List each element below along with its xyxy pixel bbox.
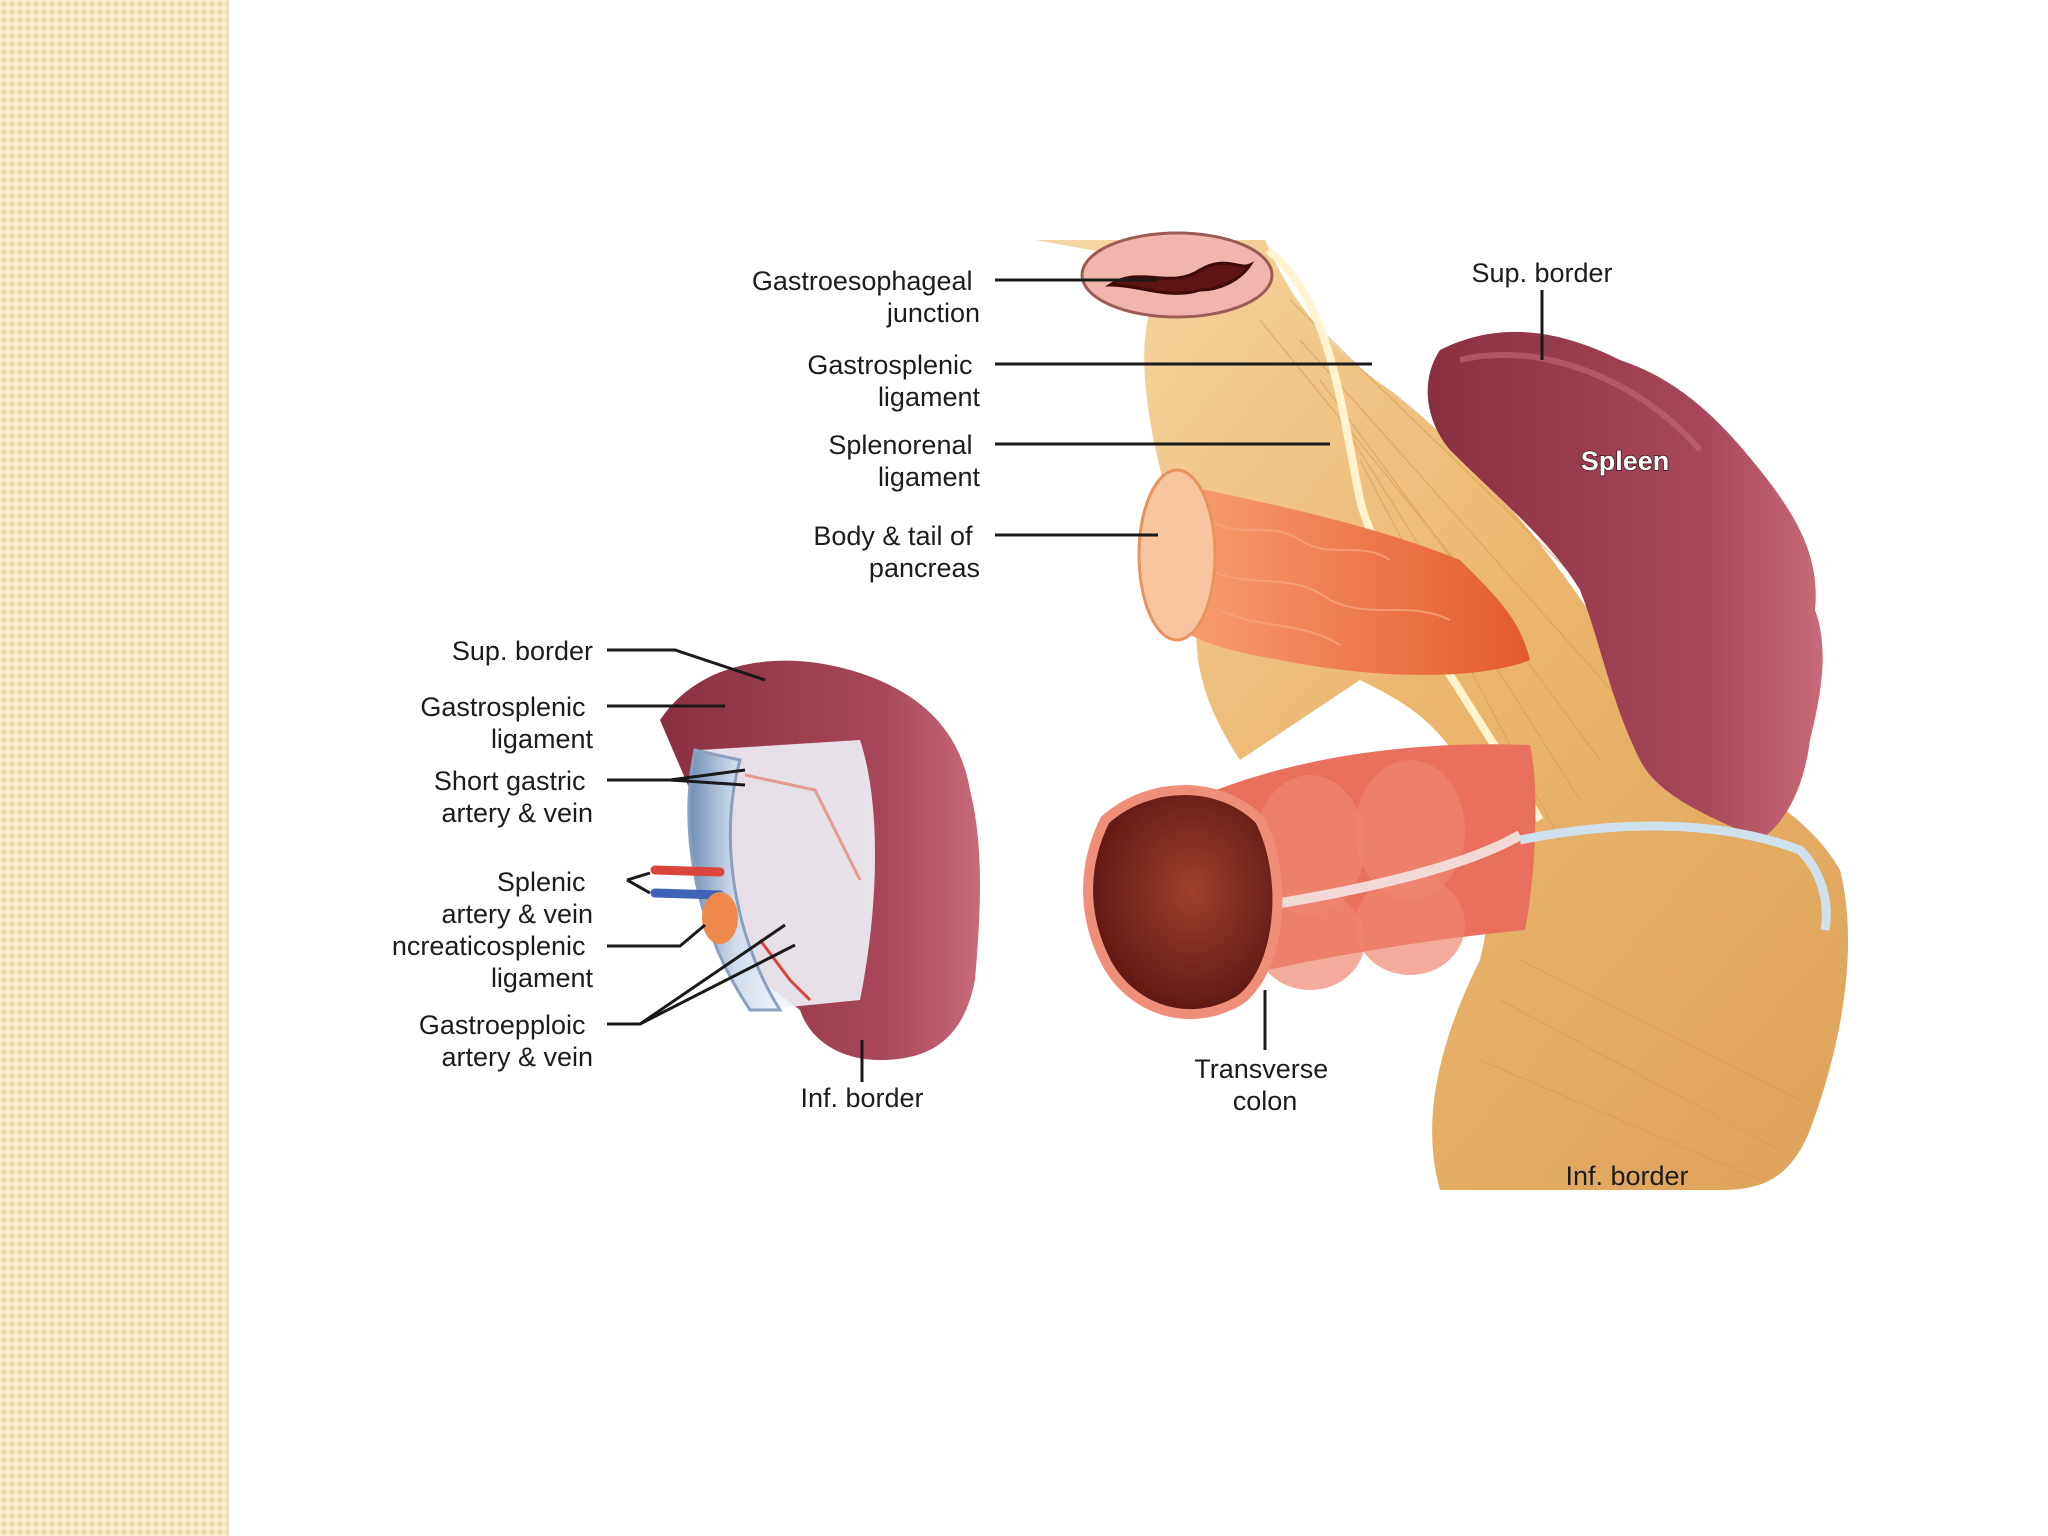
label-short-gastric: Short gastric artery & vein — [434, 766, 593, 828]
label-gastroesophageal-junction: Gastroesophageal junction — [752, 266, 980, 328]
pancreas-cut-surface — [1137, 468, 1217, 642]
label-gastroepiploic: Gastroepploic artery & vein — [419, 1010, 593, 1072]
transverse-colon-organ — [1083, 744, 1831, 1019]
inset-vessels — [650, 773, 862, 1002]
label-inf-border-inset: Inf. border — [800, 1083, 923, 1113]
peritoneal-line — [1265, 246, 1544, 823]
inset-ligament-fan — [700, 740, 875, 1010]
leader-lines — [607, 278, 1544, 1082]
label-sup-border-inset: Sup. border — [452, 636, 593, 666]
labels: Gastroesophageal junction Gastrosplenic … — [392, 258, 1689, 1191]
label-sup-border-main: Sup. border — [1471, 258, 1612, 288]
label-spleen: Spleen — [1581, 446, 1670, 476]
inset-illustration — [650, 660, 980, 1060]
label-inf-border-main: Inf. border — [1565, 1161, 1688, 1191]
pancreas-organ — [1160, 480, 1530, 675]
main-illustration — [1035, 231, 1849, 1190]
decorative-sidebar — [0, 0, 229, 1536]
omental-fat — [1035, 240, 1849, 1190]
inset-stomach-cup — [687, 748, 783, 1012]
esophagus-section — [1080, 231, 1274, 319]
label-gastrosplenic-ligament: Gastrosplenic ligament — [807, 350, 980, 412]
spleen-organ — [1427, 331, 1823, 840]
label-splenorenal-ligament: Splenorenal ligament — [828, 430, 980, 492]
label-pancreaticosplenic: ncreaticosplenic ligament — [392, 931, 594, 993]
label-transverse-colon: Transverse colon — [1194, 1054, 1336, 1116]
label-splenic-vessels: Splenic artery & vein — [441, 867, 593, 929]
label-gastrosplenic-ligament-inset: Gastrosplenic ligament — [420, 692, 593, 754]
label-body-tail-pancreas: Body & tail of pancreas — [813, 521, 980, 583]
